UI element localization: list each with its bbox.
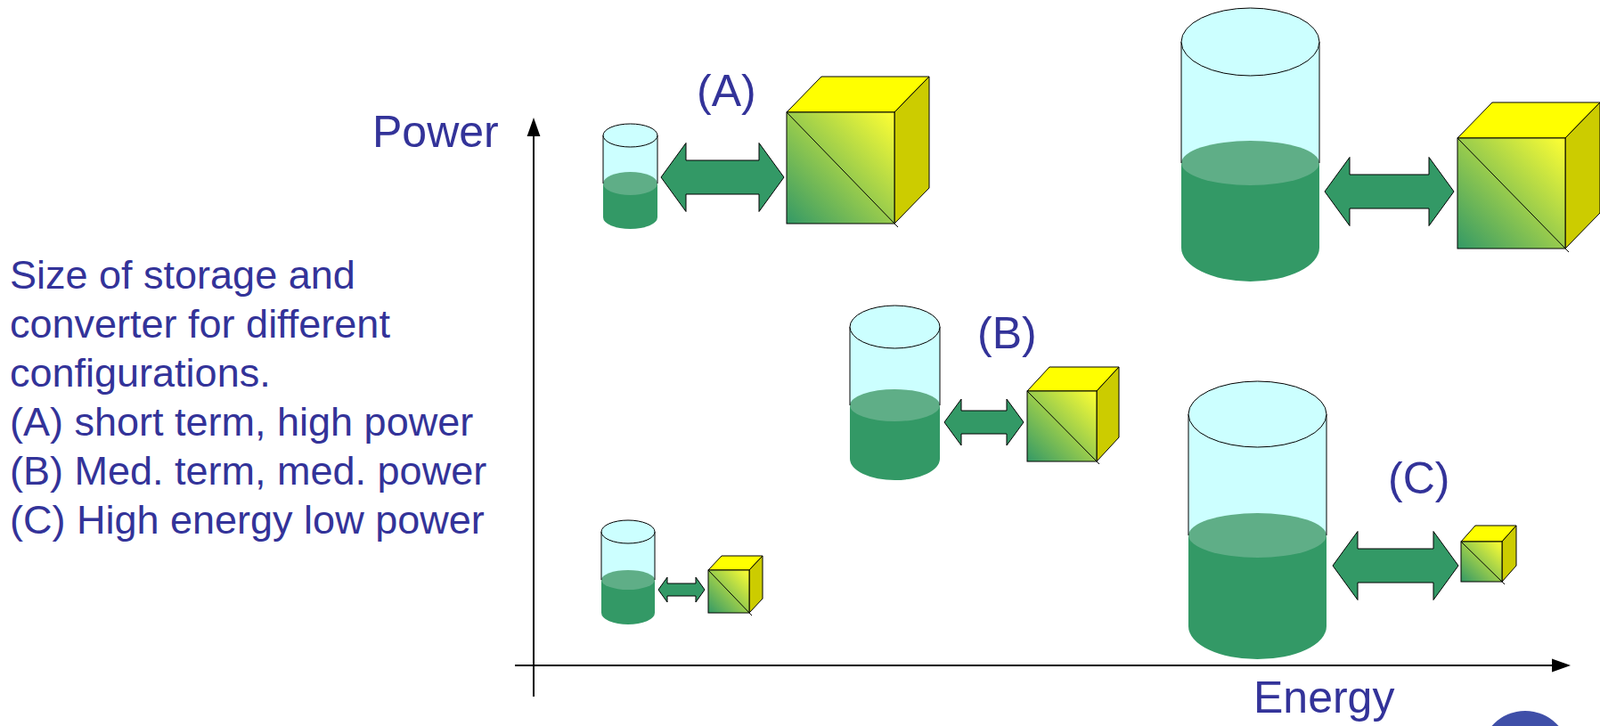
axis-arrowhead bbox=[528, 120, 539, 136]
energy-axis bbox=[514, 664, 1555, 667]
double-arrow bbox=[1332, 531, 1459, 601]
converter-cube bbox=[1461, 525, 1517, 585]
configuration-tag: (C) bbox=[1387, 453, 1450, 505]
storage-cylinder bbox=[1181, 8, 1320, 282]
axes bbox=[514, 120, 1568, 697]
liquid-surface bbox=[1181, 140, 1320, 186]
cube-side bbox=[749, 555, 763, 613]
power-axis bbox=[532, 131, 535, 697]
legend-note: (B) Med. term, med. power bbox=[9, 446, 487, 496]
converter-cube bbox=[1027, 367, 1119, 465]
cube-side bbox=[1096, 367, 1119, 462]
cube-diagonal bbox=[708, 570, 752, 616]
cylinder-top bbox=[601, 520, 655, 544]
converter-cube bbox=[708, 555, 763, 616]
configuration-tag: (A) bbox=[696, 65, 757, 117]
axis-label: Power bbox=[372, 106, 499, 158]
cylinder-top bbox=[603, 123, 658, 147]
storage-cylinder bbox=[1188, 381, 1327, 660]
legend-note: (C) High energy low power bbox=[9, 495, 485, 545]
liquid-surface bbox=[849, 389, 940, 422]
cube-side bbox=[1565, 102, 1600, 249]
cube-side bbox=[1502, 525, 1517, 582]
storage-cylinder bbox=[601, 520, 655, 625]
double-arrow bbox=[661, 143, 784, 213]
cube-diagonal bbox=[1027, 391, 1100, 465]
converter-cube bbox=[1457, 102, 1600, 253]
cube-diagonal bbox=[1461, 541, 1505, 585]
cylinder-top bbox=[1188, 381, 1327, 448]
description-text: Size of storage and converter for differ… bbox=[9, 250, 407, 398]
legend-note: (A) short term, high power bbox=[9, 397, 474, 447]
cube-diagonal bbox=[786, 112, 898, 228]
configuration-tag: (B) bbox=[977, 308, 1037, 360]
double-arrow bbox=[1324, 157, 1454, 227]
liquid-surface bbox=[1188, 513, 1327, 558]
converter-cube bbox=[786, 76, 930, 228]
cube-side bbox=[894, 76, 930, 224]
cylinder-top bbox=[849, 305, 940, 349]
storage-cylinder bbox=[849, 305, 940, 481]
cylinder-top bbox=[1181, 8, 1320, 76]
logo-mark bbox=[1480, 710, 1570, 726]
storage-cylinder bbox=[603, 123, 658, 229]
double-arrow bbox=[658, 577, 705, 603]
double-arrow bbox=[944, 399, 1024, 446]
axis-label: Energy bbox=[1253, 675, 1395, 720]
cube-diagonal bbox=[1457, 138, 1569, 253]
axis-arrowhead bbox=[1552, 660, 1568, 671]
liquid-surface bbox=[601, 570, 655, 590]
liquid-surface bbox=[603, 171, 658, 196]
